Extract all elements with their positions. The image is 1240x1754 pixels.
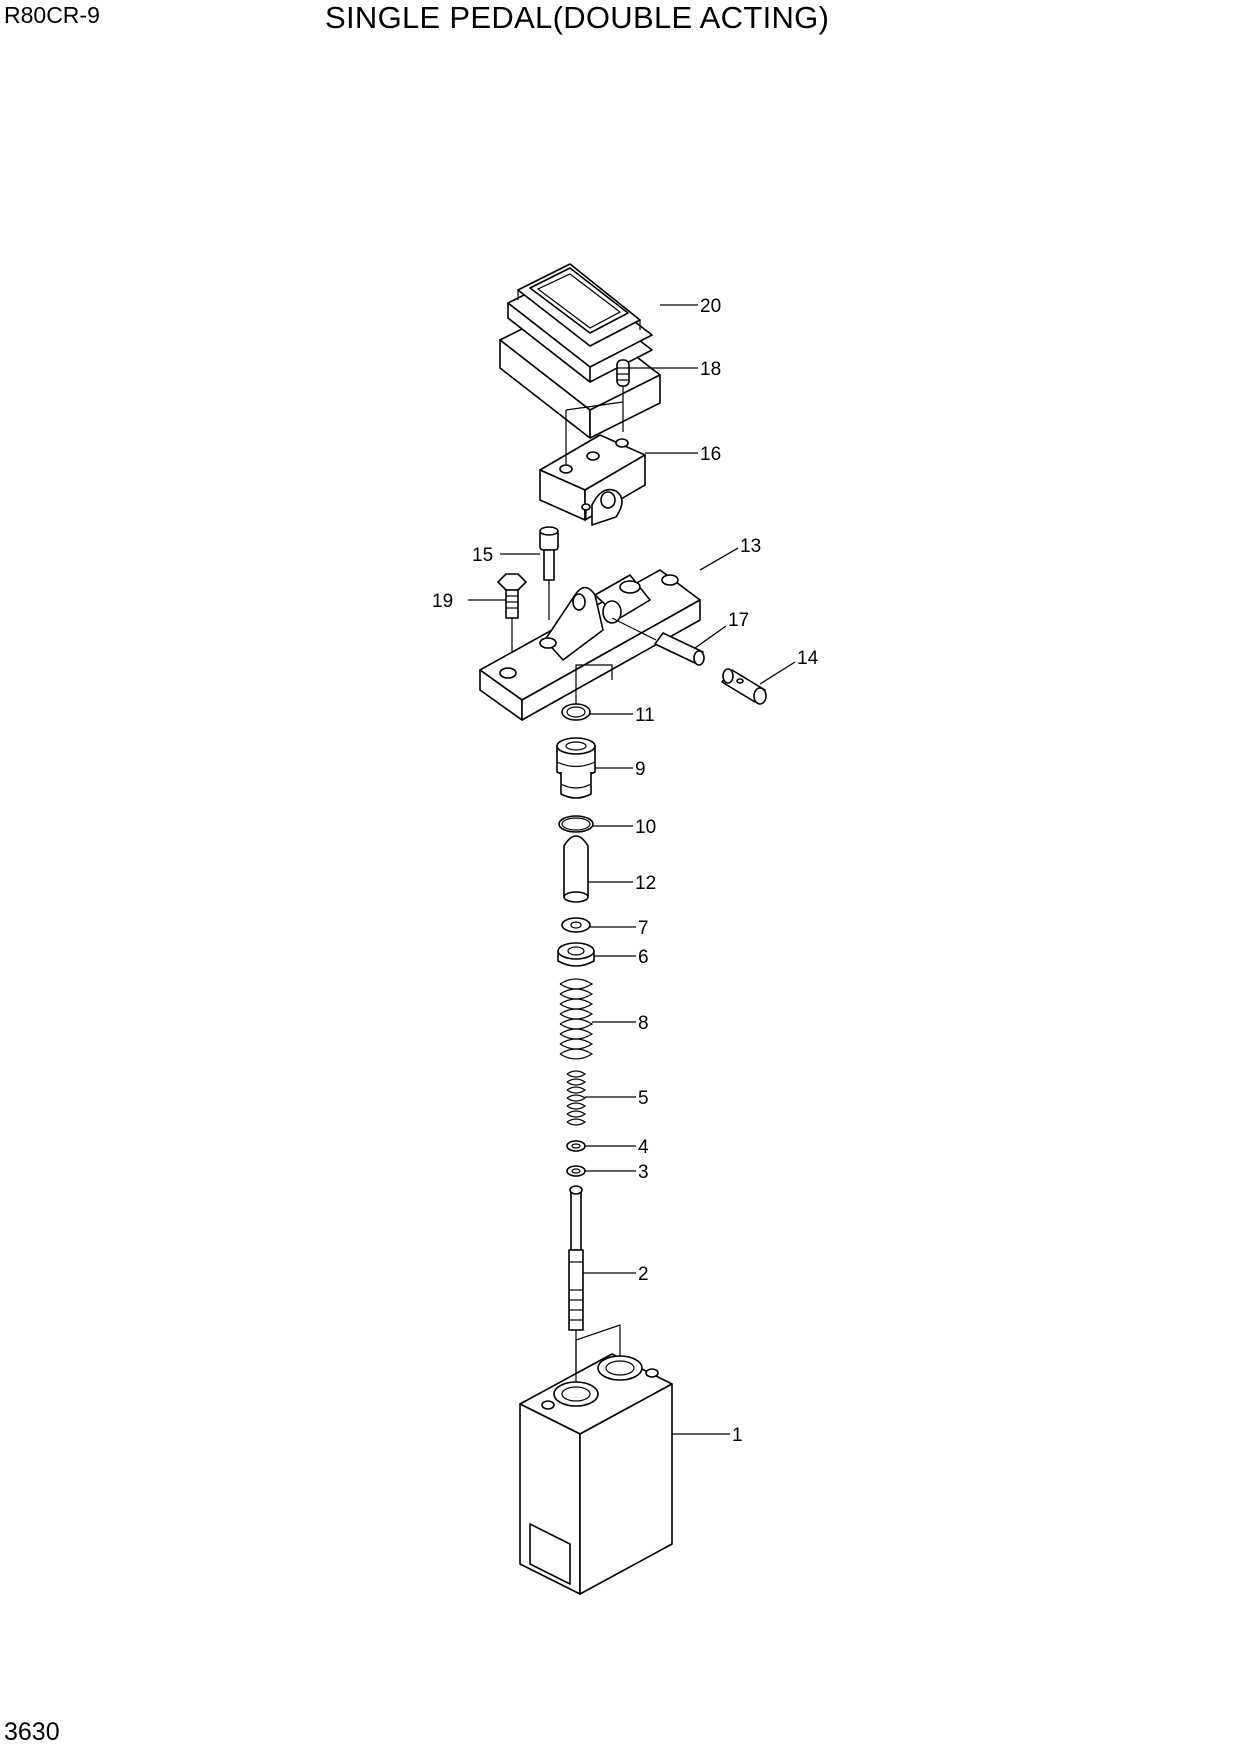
callout-19: 19 <box>432 591 453 612</box>
part-17-pin <box>611 617 705 666</box>
callout-14: 14 <box>797 648 819 669</box>
callout-15: 15 <box>472 545 493 566</box>
part-13-bracket <box>479 569 701 721</box>
callout-9: 9 <box>635 759 646 780</box>
callout-5: 5 <box>638 1088 649 1109</box>
callout-18: 18 <box>700 359 721 380</box>
callout-17: 17 <box>728 610 749 631</box>
callout-8: 8 <box>638 1013 649 1034</box>
part-15-socket-bolt <box>539 526 559 620</box>
part-18-set-screw <box>616 359 630 432</box>
part-8-outer-spring <box>559 978 594 1060</box>
callout-12: 12 <box>635 873 656 894</box>
part-3-shim <box>566 1165 586 1177</box>
callout-10: 10 <box>635 817 656 838</box>
part-1-casing <box>519 1324 673 1595</box>
callout-16: 16 <box>700 444 721 465</box>
part-7-washer <box>561 917 591 933</box>
callout-7: 7 <box>638 918 649 939</box>
callout-leaders <box>468 304 796 1435</box>
callout-6: 6 <box>638 947 649 968</box>
part-12-plunger <box>563 835 589 903</box>
callout-4: 4 <box>638 1137 649 1158</box>
model-code: R80CR-9 <box>4 2 100 28</box>
part-11-seal-ring <box>561 703 591 721</box>
part-20-pedal-cover <box>499 263 661 439</box>
callout-3: 3 <box>638 1162 649 1183</box>
part-19-hex-bolt <box>497 573 527 674</box>
part-4-washer <box>566 1140 586 1152</box>
callout-2: 2 <box>638 1264 649 1285</box>
callout-11: 11 <box>635 705 655 726</box>
part-10-o-ring <box>558 815 594 833</box>
part-16-pedal-body <box>539 401 646 526</box>
part-6-spring-seat <box>557 942 595 967</box>
part-9-plug <box>556 737 596 799</box>
callout-20: 20 <box>700 296 721 317</box>
page-title: SINGLE PEDAL(DOUBLE ACTING) <box>325 0 830 35</box>
part-2-spool <box>568 1185 584 1385</box>
part-14-pin <box>721 668 767 705</box>
page-number: 3630 <box>4 1718 60 1746</box>
callout-labels: 20 18 16 15 13 19 17 14 11 9 10 12 7 6 8… <box>432 296 819 1446</box>
callout-1: 1 <box>732 1425 743 1446</box>
callout-13: 13 <box>740 536 761 557</box>
part-5-inner-spring <box>566 1070 587 1126</box>
